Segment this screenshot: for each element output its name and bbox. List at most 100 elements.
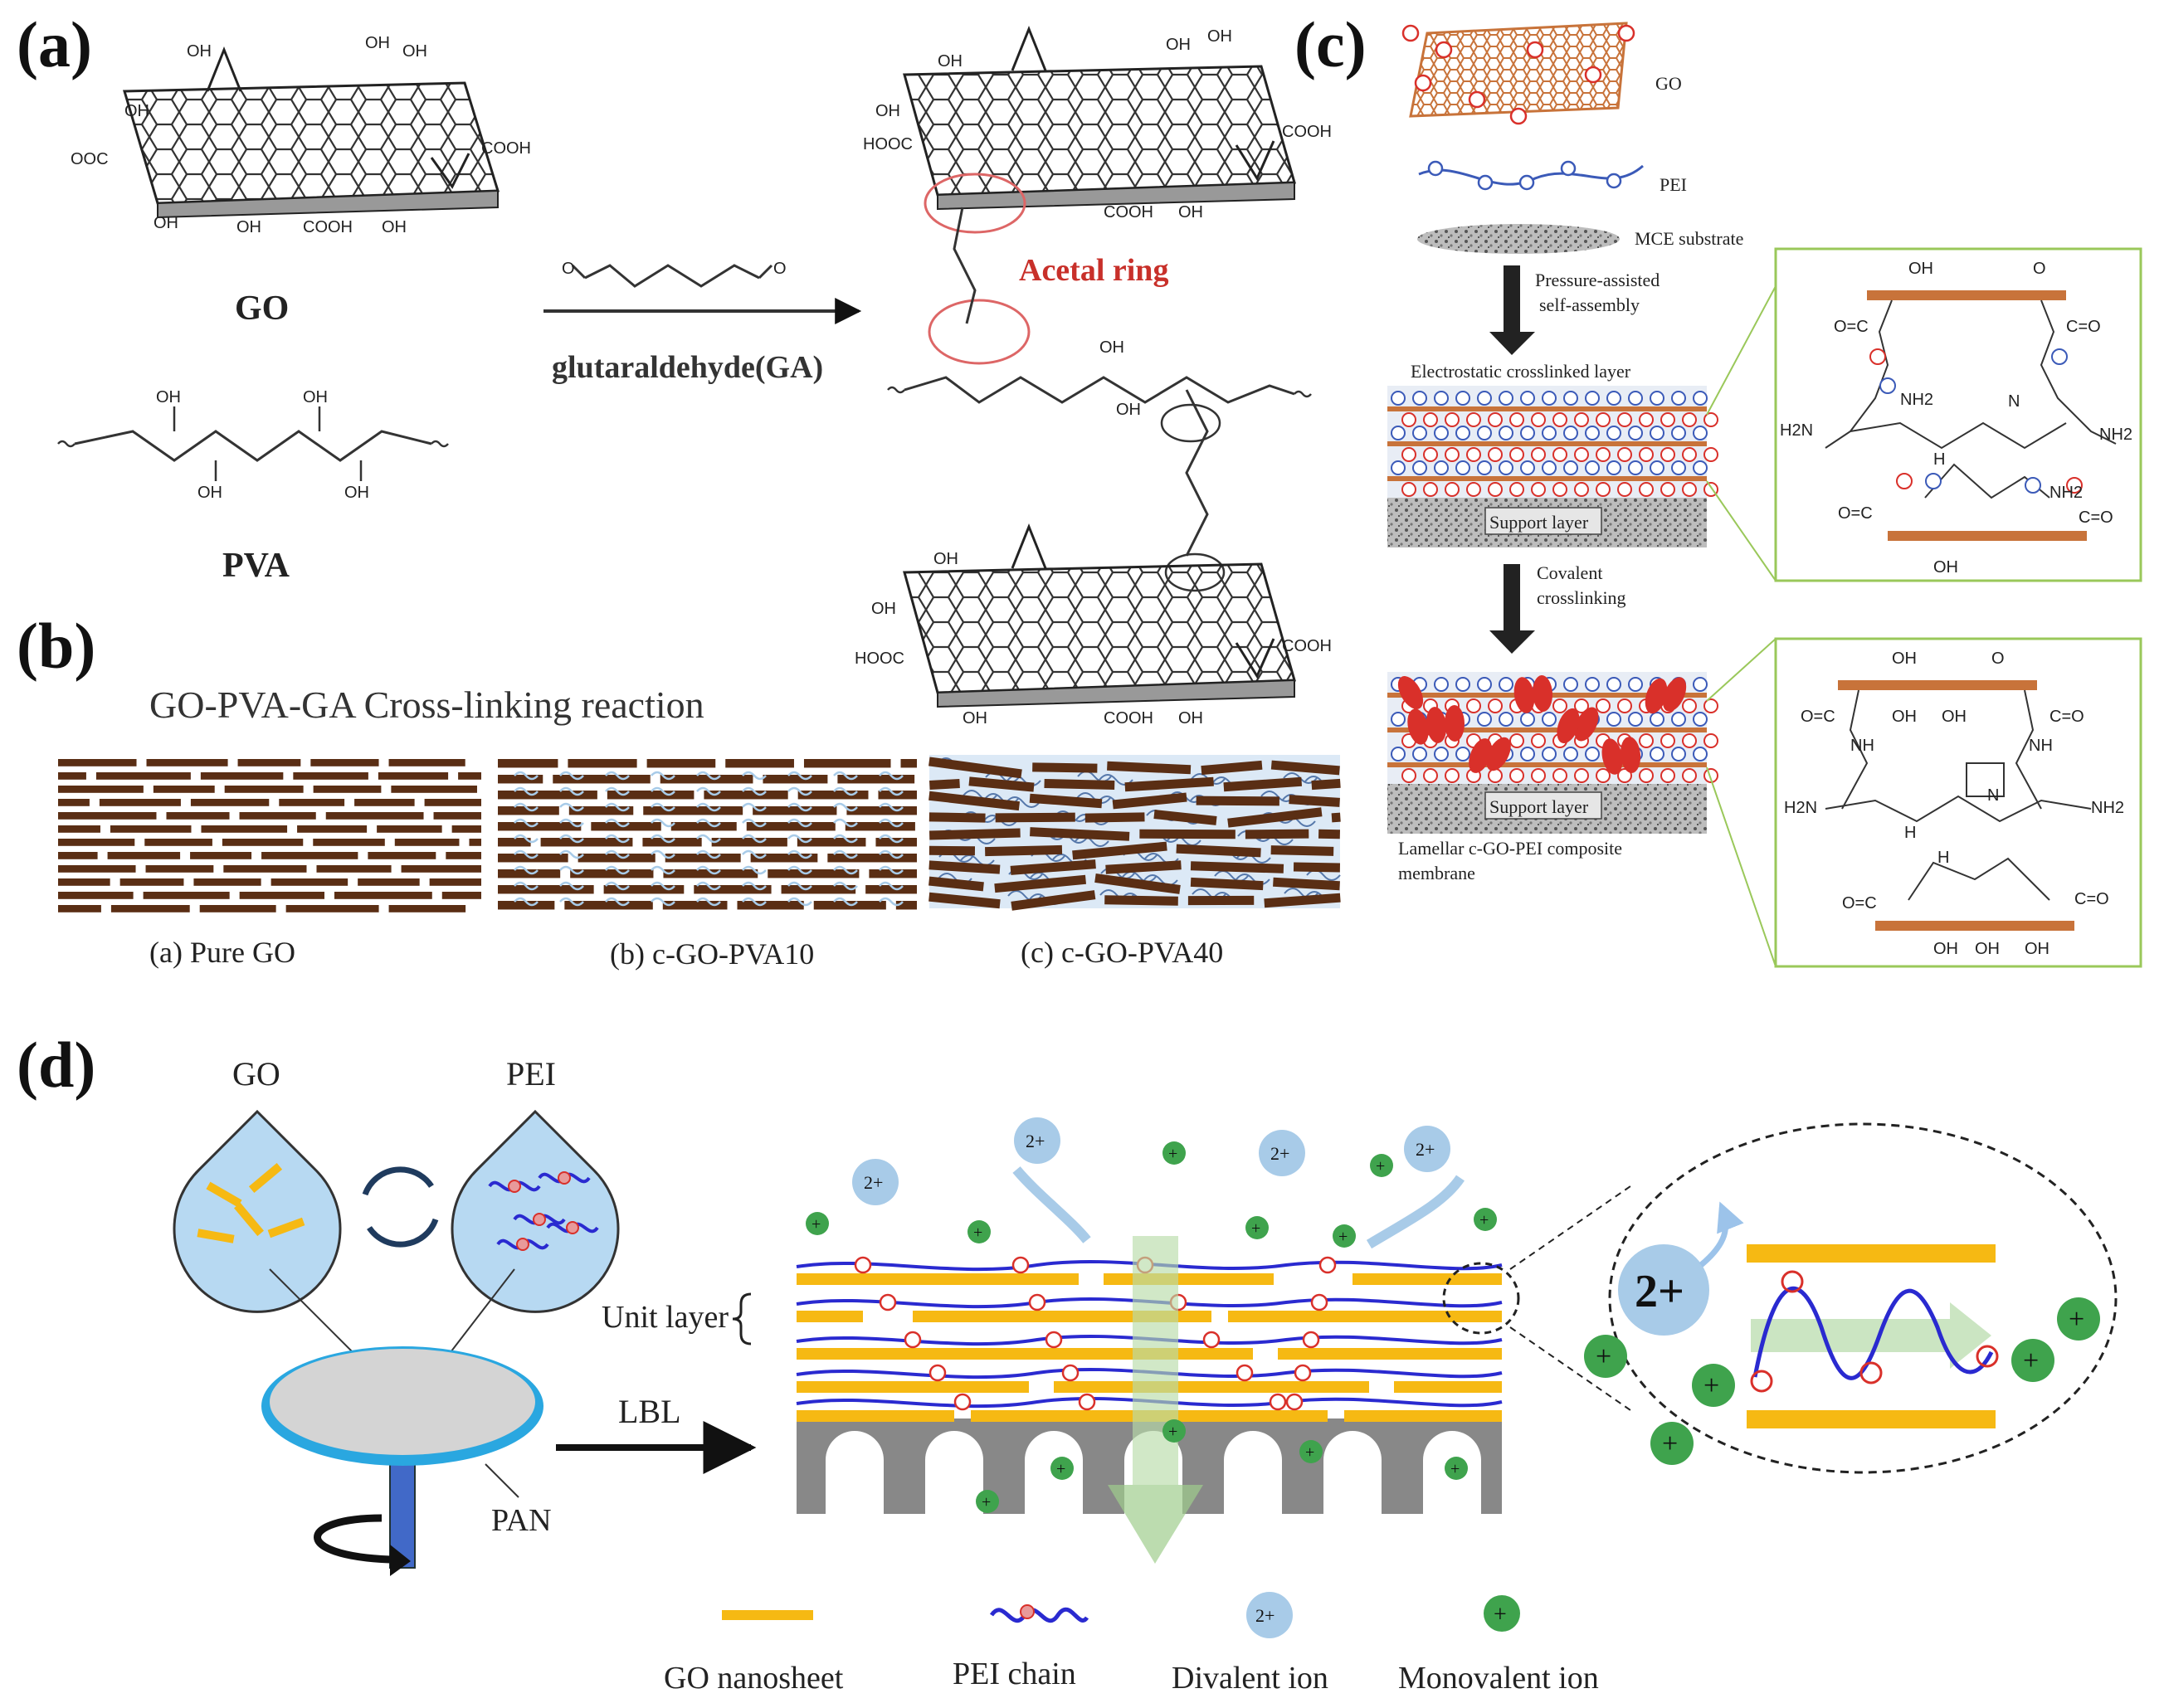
go-nanosheet bbox=[1030, 827, 1130, 841]
go-layer bbox=[1387, 762, 1707, 767]
negative-charge bbox=[1488, 768, 1503, 783]
positive-charge bbox=[1606, 460, 1621, 475]
negative-charge bbox=[1488, 447, 1503, 462]
go-nanosheet bbox=[498, 759, 558, 768]
positive-charge bbox=[1542, 747, 1557, 762]
positive-charge bbox=[558, 1171, 571, 1185]
pva-chain bbox=[651, 849, 675, 859]
pure-go-stack bbox=[58, 759, 481, 912]
negative-charge bbox=[1596, 768, 1611, 783]
cooh-label: COOH bbox=[303, 218, 353, 236]
go-nanosheet bbox=[603, 885, 685, 894]
negative-charge bbox=[1574, 482, 1589, 497]
pva-chain bbox=[559, 786, 584, 796]
monovalent-symbol: + bbox=[1662, 1428, 1678, 1459]
oh-label: OH bbox=[1116, 401, 1141, 419]
go-flake bbox=[248, 1163, 283, 1193]
positive-charge bbox=[1563, 677, 1578, 692]
pva-chain bbox=[879, 865, 904, 875]
pva-chain bbox=[559, 897, 584, 907]
legend-go-label: GO nanosheet bbox=[664, 1661, 844, 1696]
monovalent-symbol: + bbox=[1450, 1460, 1460, 1478]
cooh-label: COOH bbox=[1282, 637, 1332, 655]
covalent-membrane bbox=[1387, 672, 1718, 834]
oh-label: OH bbox=[156, 388, 181, 406]
negative-charge bbox=[1531, 768, 1546, 783]
o-label: O bbox=[773, 260, 787, 278]
support-layer-label: Support layer bbox=[1489, 512, 1589, 533]
pva-chain bbox=[651, 771, 675, 781]
support-pore bbox=[925, 1431, 983, 1514]
go-nanosheet bbox=[144, 839, 212, 846]
negative-charge bbox=[1552, 698, 1567, 713]
oh-label: OH bbox=[187, 42, 212, 61]
go-nanosheet bbox=[662, 901, 728, 910]
go-nanosheet bbox=[297, 825, 368, 833]
positive-charge bbox=[1585, 677, 1600, 692]
positive-charge bbox=[1628, 712, 1643, 727]
positive-charge bbox=[1563, 391, 1578, 406]
go-sheet-top-product bbox=[903, 25, 1296, 211]
negative-charge bbox=[1596, 412, 1611, 427]
h2n-label: H2N bbox=[1784, 799, 1817, 817]
go-nanosheet bbox=[928, 812, 986, 823]
h-label: H bbox=[1933, 450, 1945, 469]
positive-charge bbox=[1391, 426, 1406, 440]
legend-divalent-label: Divalent ion bbox=[1172, 1661, 1328, 1696]
positive-charge bbox=[1391, 747, 1406, 762]
covalent-crosslink bbox=[1601, 738, 1623, 775]
go-nanosheet bbox=[694, 885, 772, 894]
negative-charge bbox=[1401, 447, 1416, 462]
ooc-label: OOC bbox=[71, 150, 109, 168]
pva-chain bbox=[605, 771, 630, 781]
nh2-label: NH2 bbox=[2099, 426, 2132, 444]
positive-charge bbox=[516, 1238, 529, 1251]
o-eq-c-label: O=C bbox=[1838, 504, 1873, 523]
negative-charge bbox=[1552, 768, 1567, 783]
monovalent-symbol: + bbox=[1703, 1370, 1719, 1401]
positive-charge bbox=[1412, 391, 1427, 406]
go-nanosheet bbox=[498, 806, 559, 815]
negative-charge bbox=[1682, 733, 1697, 748]
monovalent-ion bbox=[2057, 1297, 2100, 1341]
go-nanosheet bbox=[1104, 1273, 1274, 1285]
negative-charge bbox=[1682, 482, 1697, 497]
go-nanosheet bbox=[166, 812, 230, 820]
go-layer bbox=[1387, 727, 1707, 732]
divalent-symbol: 2+ bbox=[1635, 1266, 1684, 1317]
panel-a-letter: (a) bbox=[17, 8, 92, 80]
nh-label: NH bbox=[2029, 737, 2053, 755]
cycle-arrow bbox=[367, 1218, 439, 1248]
go-flake bbox=[206, 1181, 242, 1208]
positive-charge bbox=[1585, 391, 1600, 406]
monovalent-ion bbox=[1474, 1208, 1497, 1231]
positive-charge bbox=[1499, 460, 1513, 475]
negative-charge bbox=[1423, 768, 1438, 783]
go-nanosheet bbox=[1228, 1311, 1502, 1322]
go-nanosheet bbox=[334, 892, 432, 899]
negative-charge bbox=[1509, 768, 1524, 783]
pei-label: PEI bbox=[506, 1055, 556, 1092]
positive-charge bbox=[1391, 391, 1406, 406]
monovalent-ion bbox=[1162, 1419, 1186, 1443]
go-nanosheet bbox=[797, 1410, 954, 1422]
c-go-pva10-caption: (b) c-GO-PVA10 bbox=[610, 937, 814, 971]
negative-charge bbox=[1639, 768, 1654, 783]
oh-label: OH bbox=[933, 550, 958, 568]
legend-divalent-swatch bbox=[1246, 1592, 1293, 1638]
positive-charge bbox=[1520, 391, 1535, 406]
pva-chain bbox=[696, 849, 721, 859]
go-nanosheet bbox=[1344, 1410, 1502, 1422]
h-label: H bbox=[1904, 824, 1916, 842]
negative-charge bbox=[1584, 66, 1602, 84]
pva-chain bbox=[1236, 873, 1270, 885]
divalent-symbol: 2+ bbox=[1416, 1139, 1435, 1160]
divalent-symbol: 2+ bbox=[1270, 1143, 1289, 1164]
lamellar-line1: Lamellar c-GO-PEI composite bbox=[1398, 838, 1622, 859]
negative-charge bbox=[1596, 698, 1611, 713]
go-nanosheet bbox=[1107, 761, 1192, 775]
pva-chain bbox=[742, 849, 767, 859]
go-nanosheet bbox=[354, 799, 415, 806]
negative-charge bbox=[1509, 733, 1524, 748]
panel-d-letter: (d) bbox=[17, 1029, 95, 1101]
